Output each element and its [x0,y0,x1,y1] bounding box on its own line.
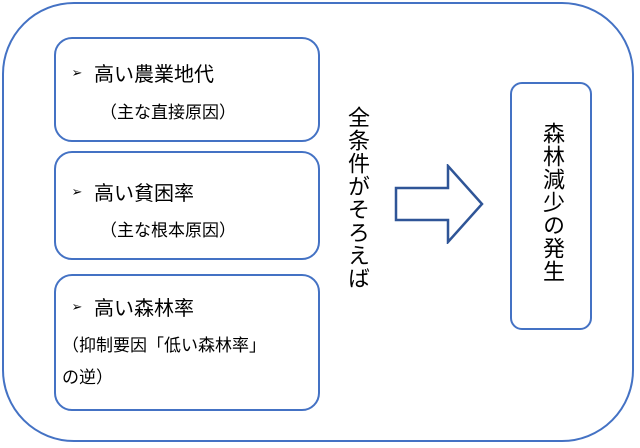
condition-box-poverty-rate: ➢ 高い貧困率 （主な根本原因） [54,151,320,260]
arrowhead-bullet-icon: ➢ [71,300,83,315]
condition-title: ➢ 高い貧困率 [70,181,194,205]
condition-title-text: 高い貧困率 [94,181,194,205]
condition-box-agricultural-rent: ➢ 高い農業地代 （主な直接原因） [54,37,320,142]
result-text: 森林減少の発生 [539,122,564,283]
arrowhead-bullet-icon: ➢ [71,66,83,81]
condition-title-text: 高い森林率 [94,296,194,320]
condition-note: （抑制要因「低い森林率」 [62,336,266,356]
connector-label: 全条件がそろえば [344,106,369,290]
condition-title-text: 高い農業地代 [94,62,214,86]
outer-frame [2,2,634,442]
result-box: 森林減少の発生 [510,82,592,330]
condition-note-continued: の逆） [62,368,113,388]
condition-box-forest-rate: ➢ 高い森林率 （抑制要因「低い森林率」 の逆） [54,274,320,411]
condition-note: （主な直接原因） [100,103,236,123]
condition-title: ➢ 高い農業地代 [70,62,214,86]
arrowhead-bullet-icon: ➢ [71,185,83,200]
condition-note: （主な根本原因） [100,221,236,241]
right-arrow-icon [394,164,484,244]
condition-title: ➢ 高い森林率 [70,296,194,320]
